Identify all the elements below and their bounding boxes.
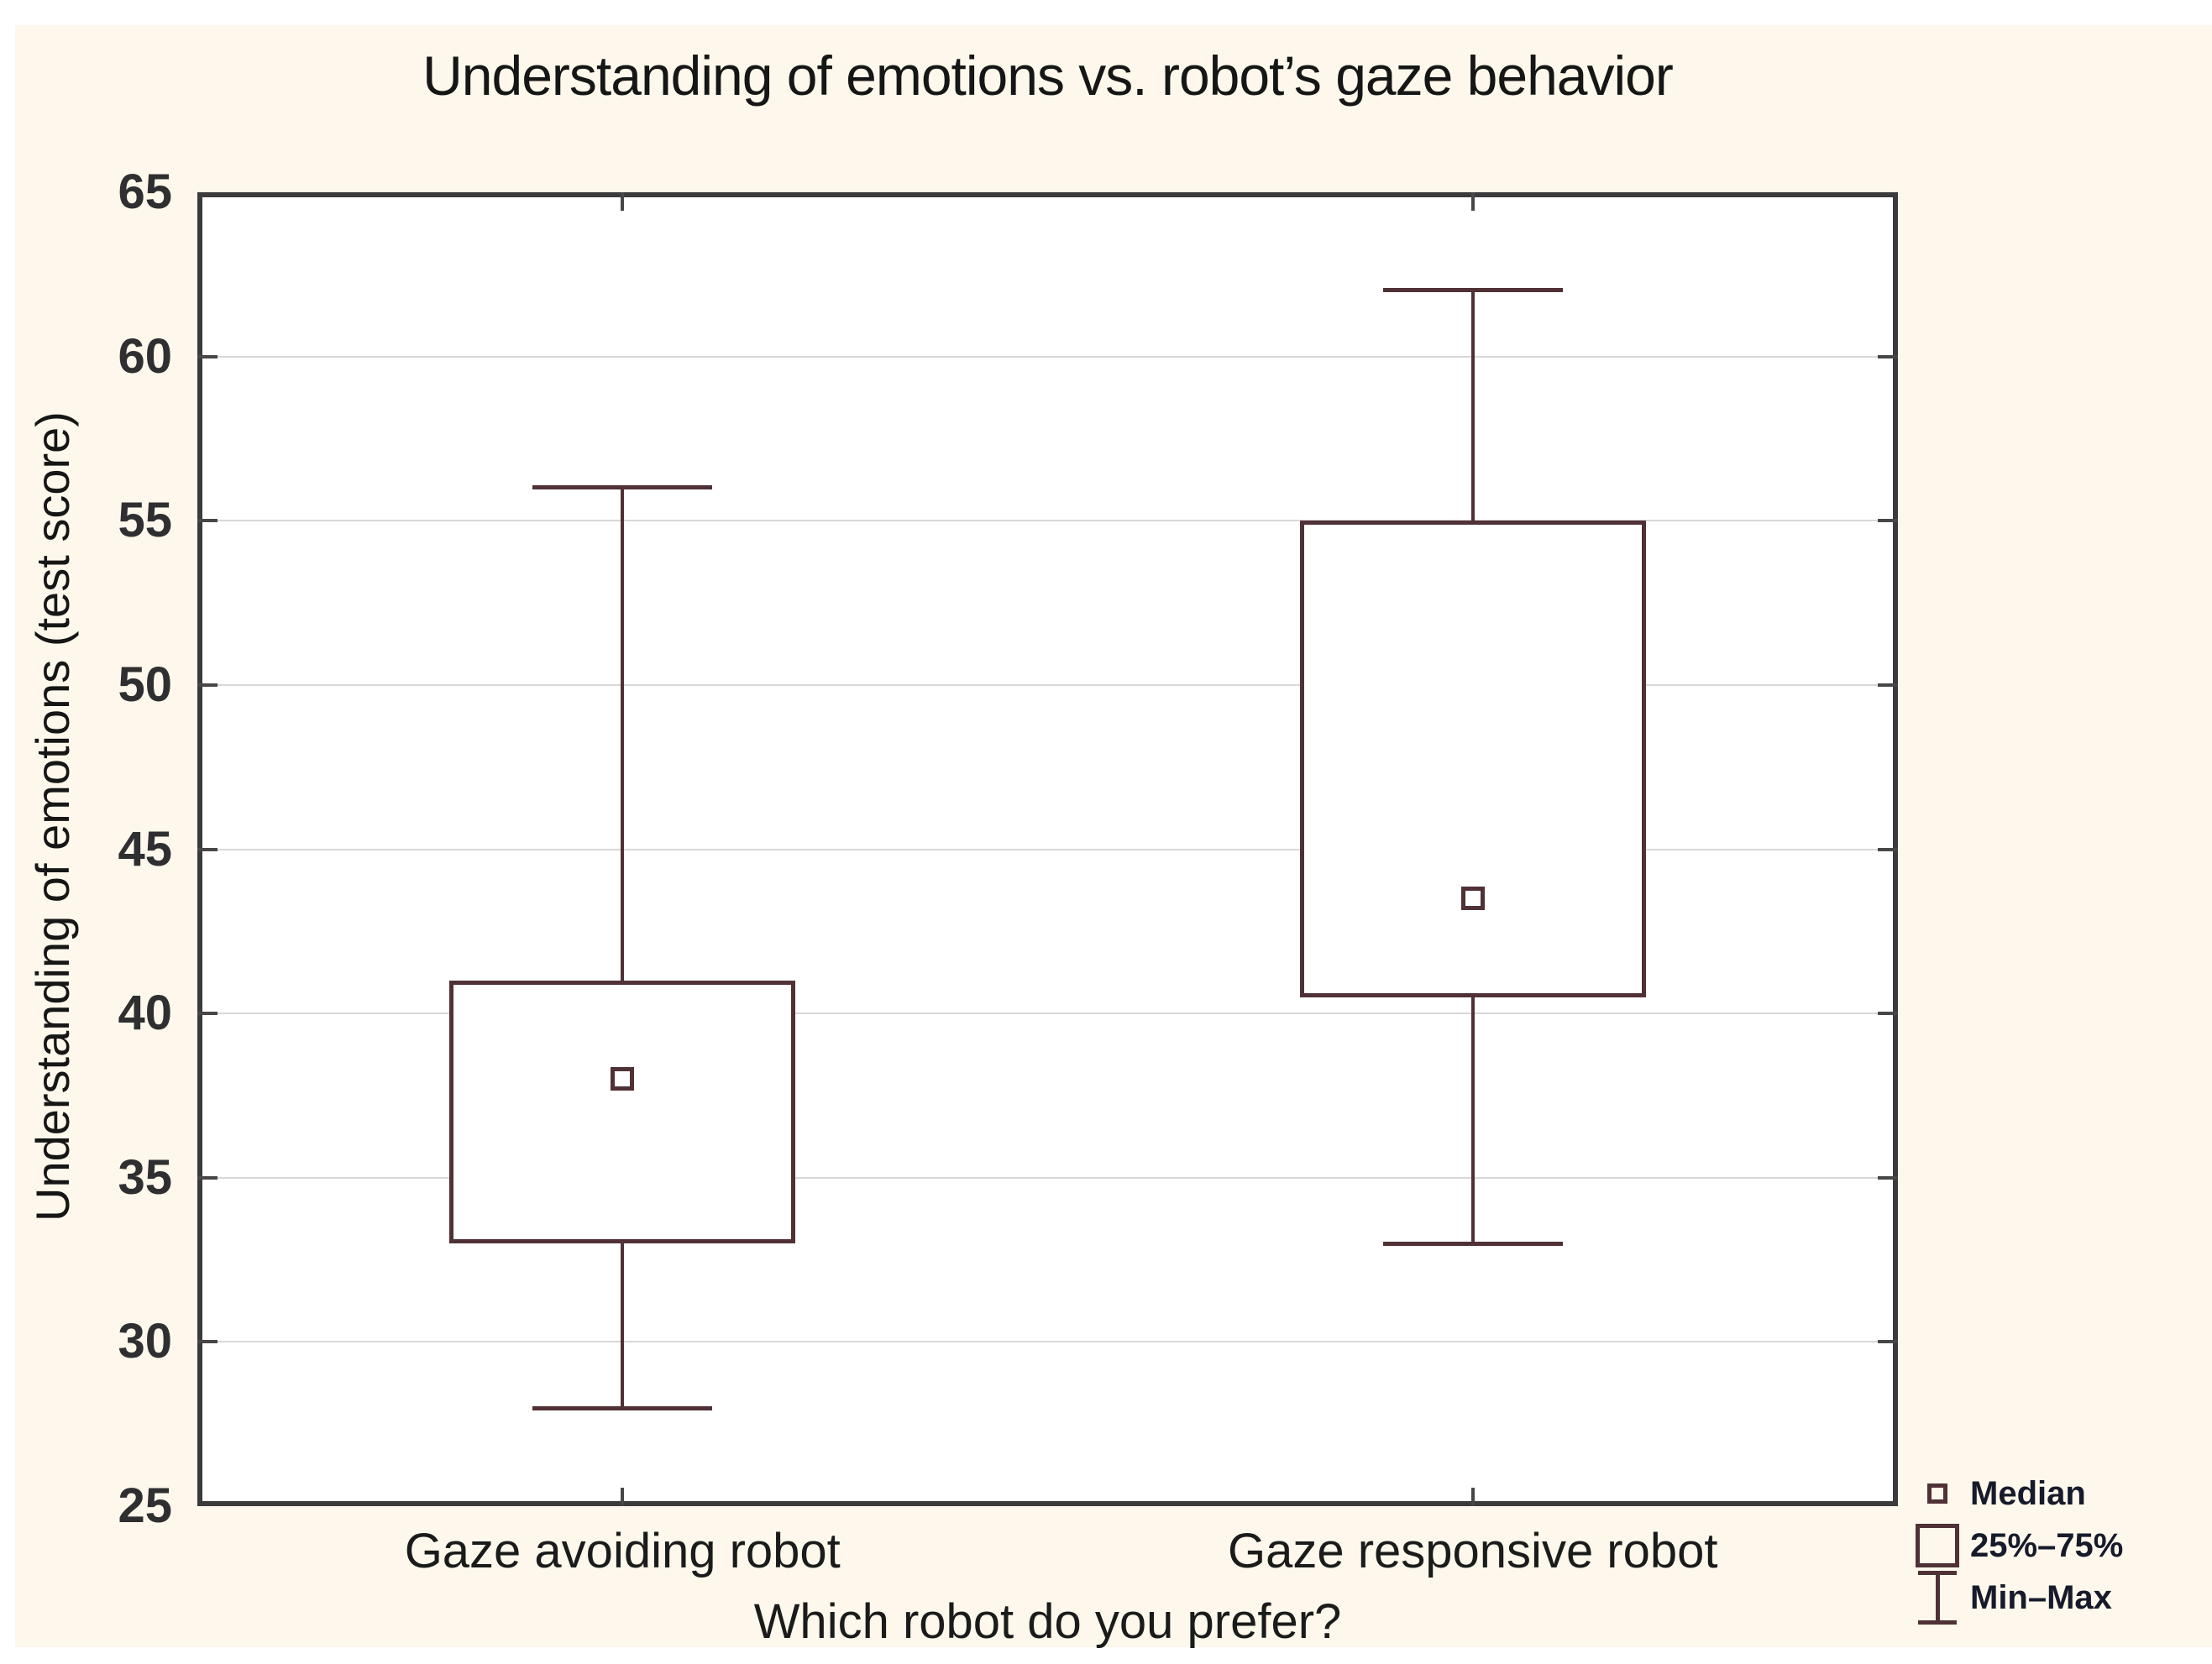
y-tick-right [1878, 1340, 1898, 1344]
y-tick-right [1878, 847, 1898, 851]
category-label: Gaze avoiding robot [404, 1524, 841, 1578]
y-tick-left [197, 354, 218, 358]
y-tick-left [197, 1340, 218, 1344]
whisker-cap-min [1382, 1242, 1563, 1246]
y-tick-left [197, 519, 218, 523]
gridline [197, 520, 1898, 522]
whisker-cap-glyph [1918, 1620, 1957, 1625]
legend-icon-cell [1905, 1483, 1970, 1504]
y-tick-left [197, 847, 218, 851]
y-tick-left [197, 1012, 218, 1016]
legend-item-iqr: 25%–75% [1905, 1520, 2207, 1572]
legend-item-minmax: Min–Max [1905, 1571, 2207, 1625]
gridline [197, 355, 1898, 358]
y-tick-label: 60 [118, 328, 172, 384]
iqr-box [1299, 521, 1646, 997]
whisker-cap-min [532, 1405, 713, 1410]
y-tick-label: 25 [118, 1478, 172, 1533]
y-tick-right [1878, 519, 1898, 523]
y-tick-label: 55 [118, 493, 172, 548]
y-tick-label: 30 [118, 1314, 172, 1369]
median-marker [611, 1067, 635, 1091]
iqr-box-icon [1916, 1524, 1959, 1567]
gridline [197, 1176, 1898, 1179]
category-tick-top [621, 192, 625, 211]
whisker-line-glyph [1935, 1575, 1940, 1620]
min-max-whisker-icon [1918, 1571, 1957, 1625]
gridline [197, 848, 1898, 850]
legend-item-median: Median [1905, 1468, 2207, 1520]
category-tick-bottom [621, 1488, 625, 1506]
legend-label-median: Median [1970, 1474, 2086, 1512]
y-tick-label: 50 [118, 657, 172, 712]
y-tick-left [197, 683, 218, 687]
iqr-box [449, 981, 796, 1243]
category-tick-bottom [1470, 1488, 1475, 1506]
chart-title: Understanding of emotions vs. robot’s ga… [422, 44, 1674, 107]
whisker-line [621, 488, 625, 1408]
y-tick-label: 40 [118, 986, 172, 1041]
whisker-cap-max [1382, 288, 1563, 293]
y-tick-label: 65 [118, 165, 172, 219]
x-axis-title: Which robot do you prefer? [753, 1594, 1342, 1649]
y-tick-right [1878, 1175, 1898, 1180]
median-marker [1460, 887, 1485, 911]
legend-label-minmax: Min–Max [1970, 1578, 2112, 1616]
y-tick-label: 35 [118, 1149, 172, 1205]
y-tick-left [197, 1175, 218, 1180]
median-square-icon [1927, 1483, 1947, 1504]
whisker-cap-glyph [1918, 1571, 1957, 1575]
whisker-cap-max [532, 485, 713, 490]
legend-label-iqr: 25%–75% [1970, 1526, 2124, 1564]
gridline [197, 1341, 1898, 1343]
gridline [197, 683, 1898, 686]
y-tick-right [1878, 354, 1898, 358]
y-tick-right [1878, 683, 1898, 687]
legend-icon-cell [1905, 1571, 1970, 1625]
legend-icon-cell [1905, 1524, 1970, 1567]
category-label: Gaze responsive robot [1227, 1524, 1718, 1578]
legend: Median 25%–75% Min–Max [1905, 1468, 2207, 1625]
category-tick-top [1470, 192, 1475, 211]
gridline [197, 1013, 1898, 1015]
y-tick-label: 45 [118, 821, 172, 876]
y-tick-right [1878, 1012, 1898, 1016]
